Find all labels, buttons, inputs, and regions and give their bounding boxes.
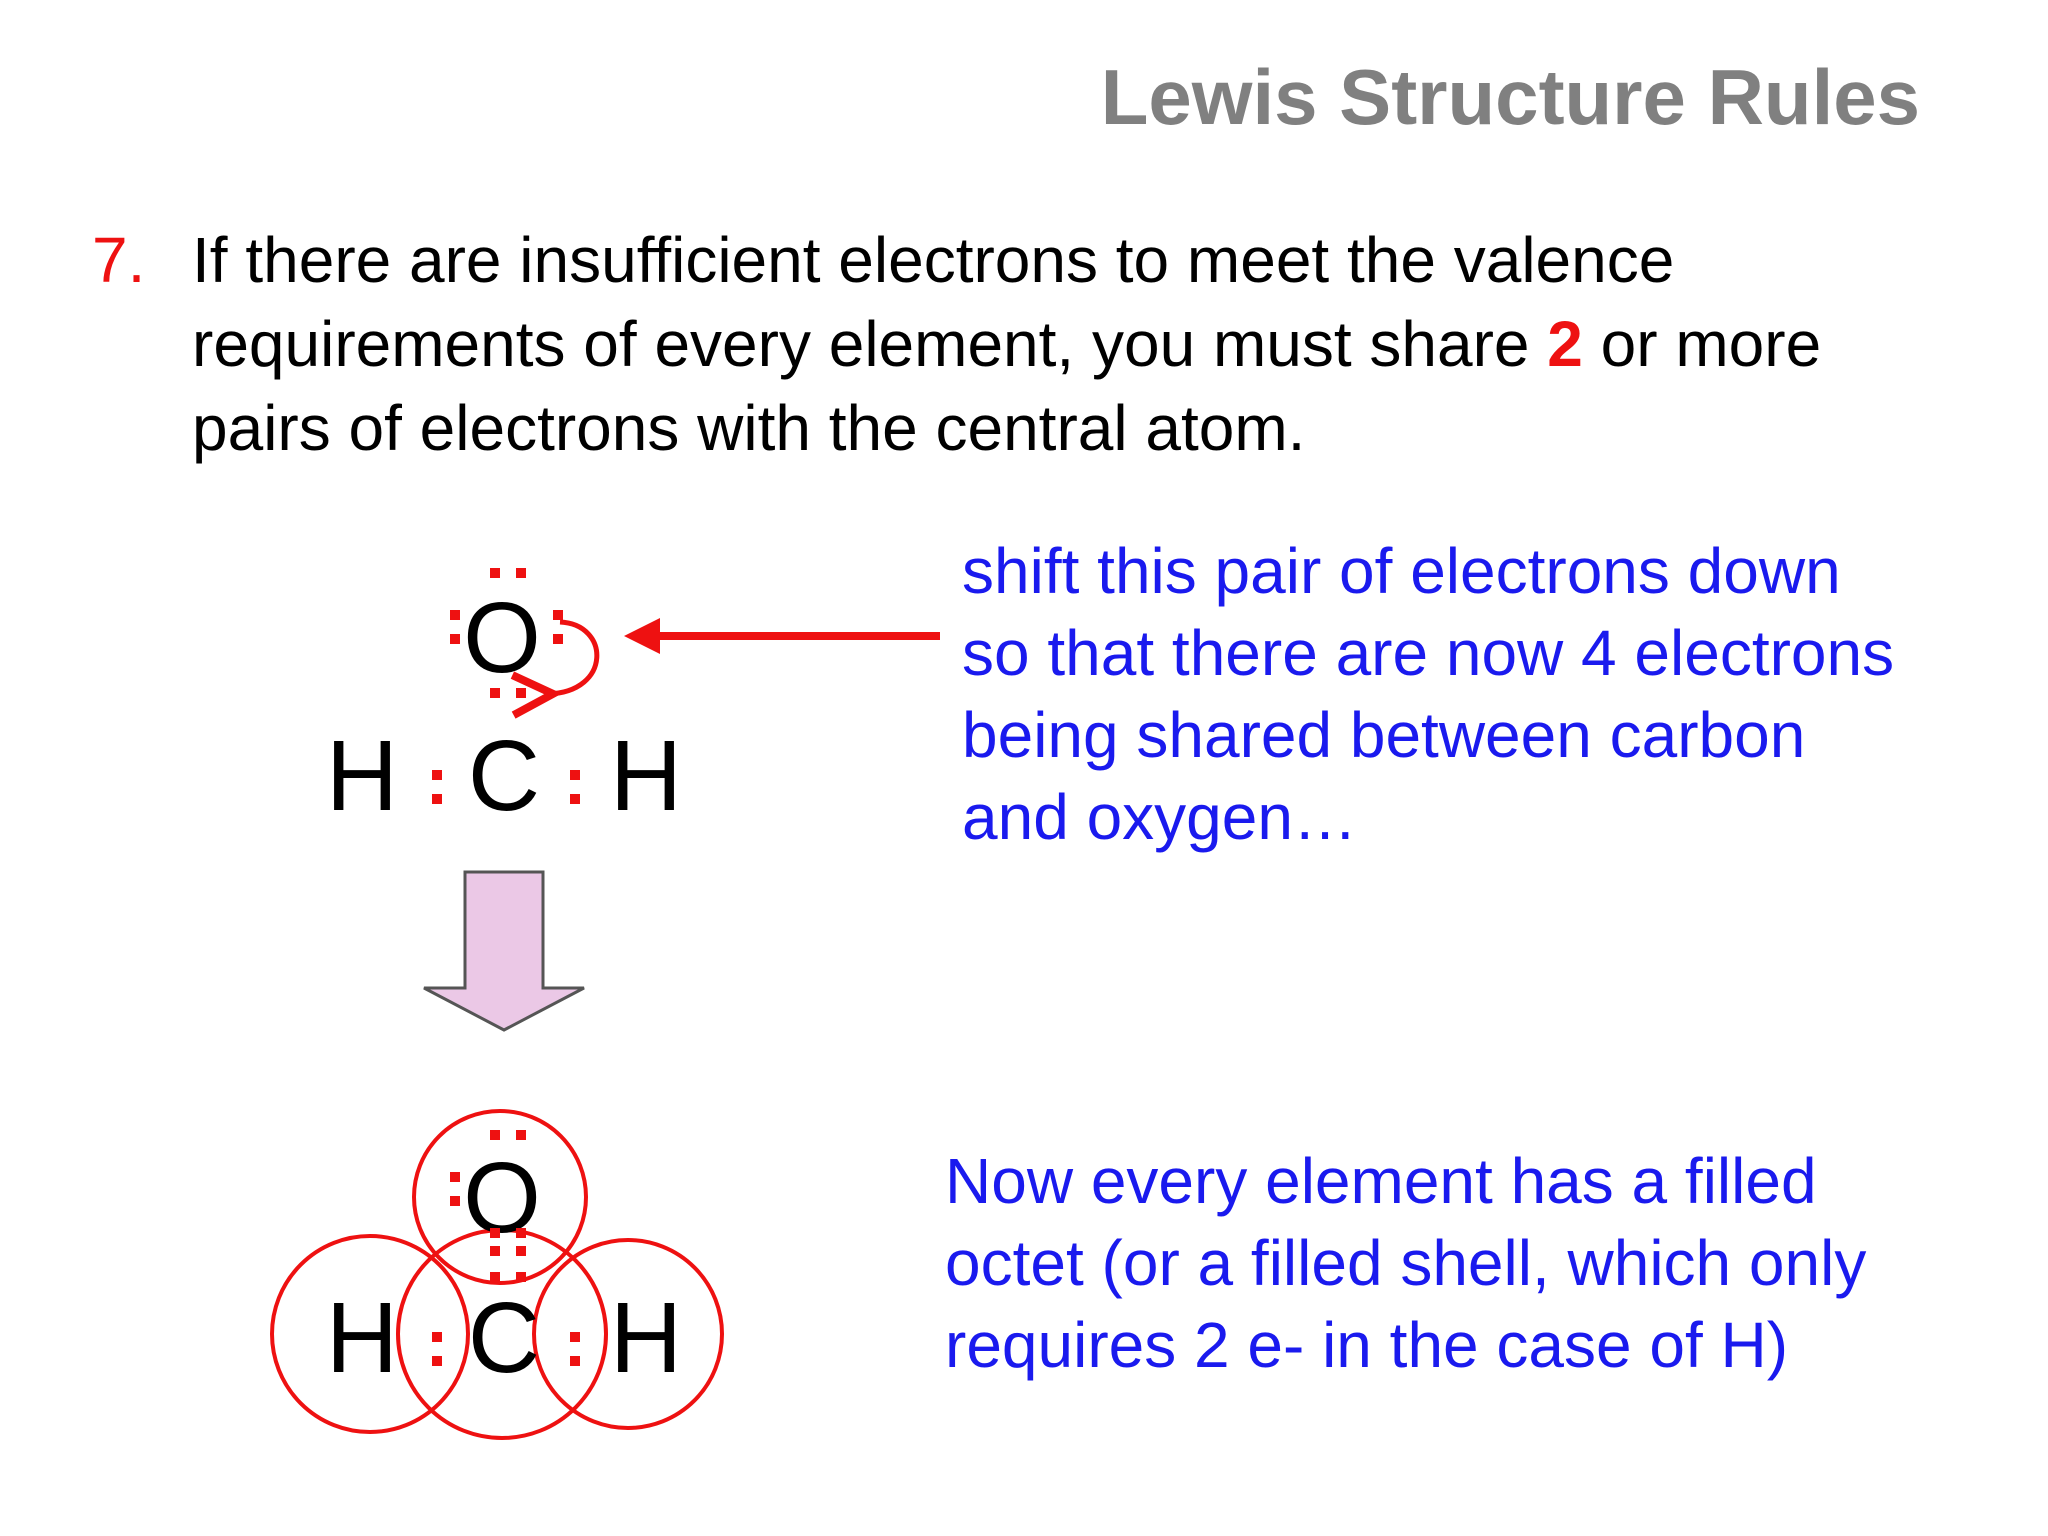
hydrogen-carbon-bond-left-after [432, 1332, 442, 1366]
curved-shift-arrow [548, 619, 600, 694]
pointer-arrow [624, 618, 940, 654]
hydrogen-carbon-bond-right [570, 770, 580, 804]
note-line: and oxygen… [962, 781, 1357, 853]
slide-title: Lewis Structure Rules [1100, 53, 1920, 141]
octet-explanation-note: Now every element has a filled octet (or… [945, 1140, 1866, 1386]
rule-line-2: requirements of every element, you must … [192, 302, 2048, 386]
hydrogen-carbon-bond-left [432, 770, 442, 804]
carbon-atom-label: C [468, 720, 540, 832]
rule-line-3: pairs of electrons with the central atom… [192, 392, 1306, 464]
note-line: Now every element has a filled [945, 1145, 1817, 1217]
rule-line-2-end: or more [1582, 308, 1822, 380]
rule-number: 7. [92, 224, 146, 296]
note-line: so that there are now 4 electrons [962, 617, 1895, 689]
rule-line-2-start: requirements of every element, you must … [192, 308, 1548, 380]
molecule-after: O C H H [270, 1109, 724, 1440]
carbon-atom-label-after: C [468, 1282, 540, 1394]
oxygen-octet-circle [412, 1109, 588, 1285]
oxygen-atom-label-after: O [463, 1142, 541, 1254]
rule-highlight-number: 2 [1547, 308, 1583, 380]
rule-text: If there are insufficient electrons to m… [192, 218, 2048, 470]
note-line: octet (or a filled shell, which only [945, 1227, 1867, 1299]
oxygen-left-lone-pair [450, 610, 460, 644]
down-arrow [423, 870, 585, 1032]
oxygen-left-lone-pair-after [450, 1172, 460, 1206]
hydrogen-right-atom-label: H [610, 720, 682, 832]
note-line: being shared between carbon [962, 699, 1806, 771]
oxygen-right-lone-pair [553, 610, 563, 644]
note-line: shift this pair of electrons down [962, 535, 1841, 607]
hydrogen-left-shell-circle [270, 1234, 470, 1434]
hydrogen-right-atom-label-after: H [610, 1282, 682, 1394]
hydrogen-left-atom-label: H [326, 720, 398, 832]
oxygen-top-lone-pair [490, 568, 526, 578]
molecule-before: O C H H [326, 568, 682, 832]
oxygen-atom-label: O [463, 582, 541, 694]
hydrogen-right-shell-circle [532, 1238, 724, 1430]
hydrogen-left-atom-label-after: H [326, 1282, 398, 1394]
shift-explanation-note: shift this pair of electrons down so tha… [962, 530, 1894, 858]
carbon-oxygen-double-bond [490, 1228, 526, 1282]
note-line: requires 2 e- in the case of H) [945, 1309, 1789, 1381]
oxygen-top-lone-pair-after [490, 1130, 526, 1140]
rule-line-1: If there are insufficient electrons to m… [192, 224, 1675, 296]
hydrogen-carbon-bond-right-after [570, 1332, 580, 1366]
carbon-octet-circle [396, 1228, 608, 1440]
